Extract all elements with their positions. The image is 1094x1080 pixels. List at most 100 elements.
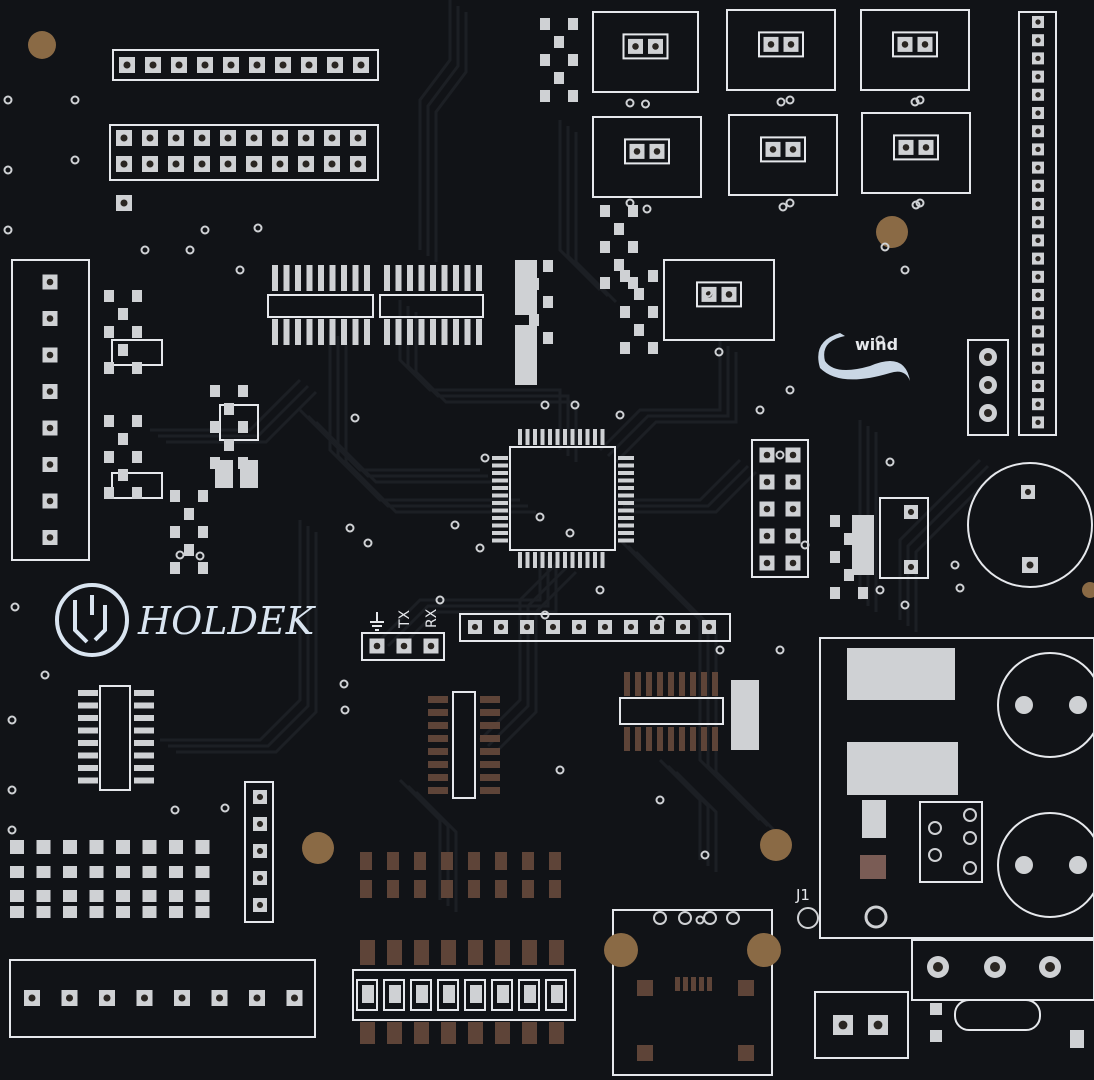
smd-pad [104,487,114,499]
via [915,198,925,208]
via [875,335,885,345]
smd-pad [578,429,582,445]
pin-hole [652,43,659,50]
smd-pad [555,429,560,445]
smd-pad [215,460,233,488]
pin-hole [763,559,771,567]
smd-pad [731,680,759,750]
smd-pad [142,906,157,918]
smd-pad [384,319,390,345]
smd-pad [428,709,448,716]
via [755,405,765,415]
copper-trace [176,532,318,754]
capacitor-outline [967,462,1093,588]
via [350,413,360,423]
smd-pad [624,727,630,751]
smd-pad [634,324,644,336]
pin-hole [253,994,261,1002]
smd-pad [418,319,425,345]
smd-pad [522,880,534,898]
smd-pad [384,265,390,291]
smd-pad [428,722,448,729]
pin-hole [1035,19,1041,25]
smd-pad [540,429,545,445]
pin-hole [215,994,224,1002]
pin-hole [1035,55,1041,62]
pin-hole [763,532,771,540]
smd-pad [540,552,545,568]
pin-hole [279,61,287,69]
pin-hole [763,451,771,459]
smd-pad [464,319,471,345]
smd-pad [525,552,530,568]
smd-pad [78,752,98,759]
smd-pad [830,587,840,599]
smd-pad [198,526,208,538]
via [785,198,795,208]
via [70,155,80,165]
smd-pad [600,277,610,289]
smd-pad [614,223,624,235]
pin-hole [175,61,183,69]
soic-outline [452,691,476,799]
smd-pad [89,866,104,878]
via [778,202,788,212]
smd-pad [470,985,482,1003]
copper-trace [906,464,990,626]
terminal-block-outline [861,112,971,194]
dip-switch-outline [437,979,459,1011]
smd-pad [238,385,248,397]
via [900,265,910,275]
copper-trace [414,790,458,912]
smd-pad [134,702,154,709]
pin-hole [497,623,505,631]
header-1x8-outline [9,959,316,1038]
pin-hole [627,623,635,631]
via [655,795,665,805]
via [3,95,13,105]
terminal-block-outline [592,116,702,198]
smd-pad [492,471,508,475]
copper-trace [631,470,758,514]
pin-hole [1035,383,1041,389]
pin-hole [679,623,687,631]
pin-hole [120,134,128,142]
smd-pad [492,531,508,535]
three-pin-outline [967,339,1009,436]
pin-hole [633,148,641,155]
smd-pad [169,840,183,854]
smd-pad [679,727,685,751]
mounting-hole [28,31,56,59]
smd-pad [387,880,399,898]
smd-pad [524,985,536,1003]
smd-pad [104,326,114,338]
smd-pad [430,265,436,291]
via [785,95,795,105]
smd-pad [142,890,157,902]
mounting-hole [747,933,781,967]
smd-pad [10,906,24,918]
smd-pad [618,516,634,520]
pin-hole [1035,164,1041,171]
header-2x5-outline [751,439,809,578]
pin-hole [227,61,235,69]
pin-hole [354,134,362,142]
header-1x5-outline [244,781,274,923]
terminal-block-outline [814,991,909,1059]
via [875,585,885,595]
smd-pad [585,429,590,445]
smd-pad [522,940,537,965]
pin-hole [256,901,264,909]
smd-pad [118,308,128,320]
via [625,198,635,208]
smd-pad [492,486,508,490]
smd-pad [618,531,634,535]
mounting-hole [876,216,908,248]
pin-hole [46,351,54,359]
dip-switch-outline [518,979,540,1011]
smd-pad [618,471,634,475]
smd-pad [443,985,455,1003]
smd-pad [134,740,154,746]
smd-pad [169,906,183,918]
round-pad [963,831,977,845]
